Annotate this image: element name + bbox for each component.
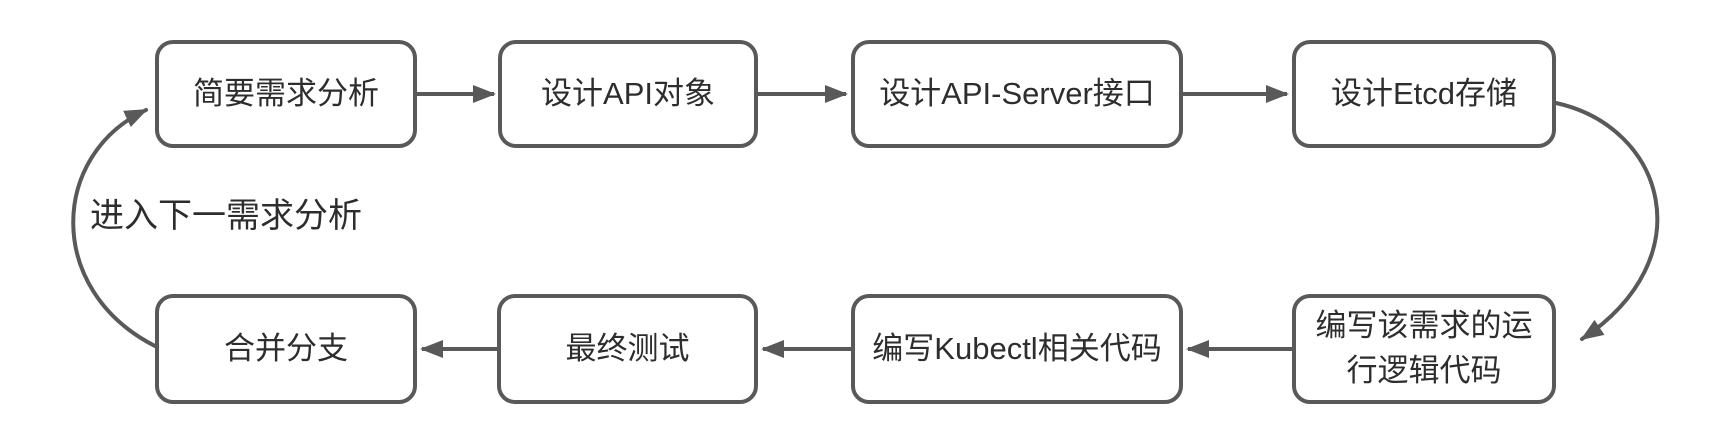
node-step-1: 简要需求分析 [155,40,417,148]
node-step-3-label: 设计API-Server接口 [879,75,1155,111]
node-step-2: 设计API对象 [498,40,758,148]
node-step-7: 最终测试 [497,294,758,404]
node-step-7-label: 最终测试 [565,330,690,366]
loop-edge-label: 进入下一需求分析 [90,197,362,235]
node-step-8-label: 合并分支 [224,330,348,366]
node-step-6: 编写Kubectl相关代码 [851,294,1183,404]
node-step-6-label: 编写Kubectl相关代码 [872,330,1162,366]
node-step-5: 编写该需求的运行逻辑代码 [1292,294,1556,404]
node-step-3: 设计API-Server接口 [851,40,1183,148]
node-step-1-label: 简要需求分析 [193,75,379,111]
node-step-5-label: 编写该需求的运行逻辑代码 [1315,308,1533,388]
node-step-4: 设计Etcd存储 [1292,40,1556,148]
node-step-2-label: 设计API对象 [541,75,715,111]
edge-step4-step5-curve [1554,101,1660,341]
node-step-8: 合并分支 [155,294,417,404]
node-step-4-label: 设计Etcd存储 [1330,75,1518,111]
